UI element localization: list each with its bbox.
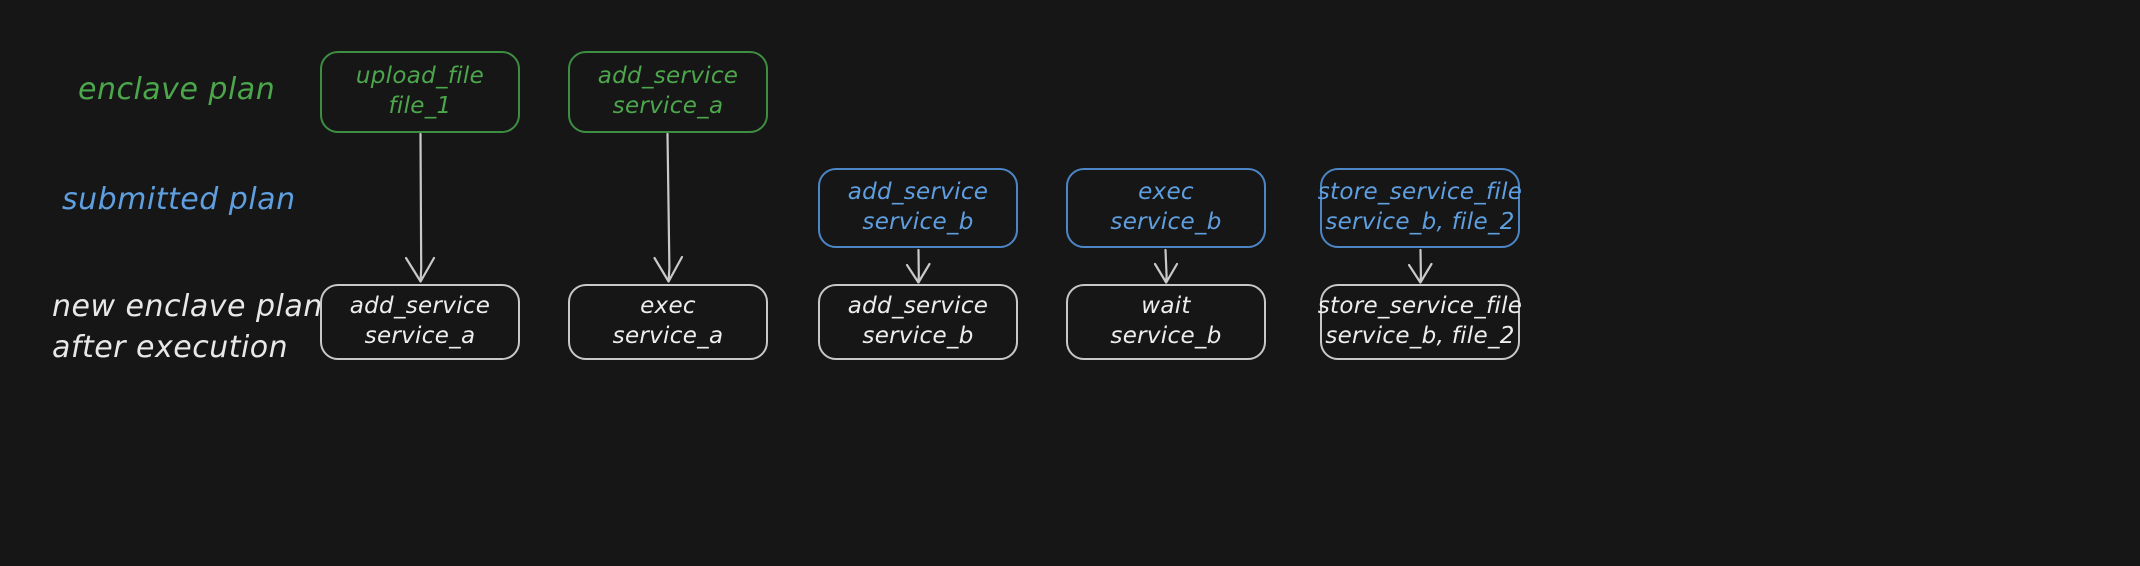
node-store-service-file-result[interactable]: store_service_file service_b, file_2	[1317, 284, 1523, 360]
node-line2: service_b	[1110, 209, 1222, 235]
node-line1: store_service_file	[1317, 179, 1523, 206]
node-line2: service_b, file_2	[1325, 209, 1515, 235]
arrow-store-service-file-to-store-service-file	[1407, 248, 1433, 284]
node-line2: service_b	[1110, 323, 1222, 349]
node-wait-b-result[interactable]: wait service_b	[1066, 284, 1266, 360]
row-label-new-enclave-plan: new enclave plan after execution	[52, 289, 323, 365]
row-label-submitted-plan: submitted plan	[62, 182, 296, 217]
node-line2: service_b, file_2	[1325, 323, 1515, 349]
node-line1: wait	[1141, 293, 1191, 320]
node-add-service-a-planned[interactable]: add_service service_a	[568, 51, 768, 133]
node-line1: add_service	[847, 179, 989, 206]
node-line1: add_service	[597, 63, 739, 90]
node-line1: add_service	[349, 293, 491, 320]
node-line2: file_1	[388, 93, 452, 119]
node-line1: exec	[640, 293, 696, 320]
node-line2: service_a	[364, 323, 476, 349]
node-upload-file[interactable]: upload_file file_1	[320, 51, 520, 133]
node-add-service-b-result[interactable]: add_service service_b	[818, 284, 1018, 360]
node-line2: service_b	[862, 323, 974, 349]
node-exec-a-result[interactable]: exec service_a	[568, 284, 768, 360]
row-label-enclave-plan: enclave plan	[78, 72, 276, 107]
node-line1: upload_file	[355, 63, 485, 90]
node-line1: exec	[1138, 179, 1194, 206]
node-line2: service_b	[862, 209, 974, 235]
node-line2: service_a	[612, 323, 724, 349]
arrow-upload-file-to-add-service-a	[404, 132, 436, 283]
arrow-exec-b-to-wait-b	[1153, 248, 1179, 284]
arrow-add-service-b-to-add-service-b	[905, 248, 931, 284]
node-line1: store_service_file	[1317, 293, 1523, 320]
node-exec-b-submitted[interactable]: exec service_b	[1066, 168, 1266, 248]
arrow-add-service-a-to-exec-a	[653, 132, 684, 283]
node-line2: service_a	[612, 93, 724, 119]
node-add-service-a-result[interactable]: add_service service_a	[320, 284, 520, 360]
node-add-service-b-submitted[interactable]: add_service service_b	[818, 168, 1018, 248]
node-store-service-file-submitted[interactable]: store_service_file service_b, file_2	[1317, 168, 1523, 248]
node-line1: add_service	[847, 293, 989, 320]
